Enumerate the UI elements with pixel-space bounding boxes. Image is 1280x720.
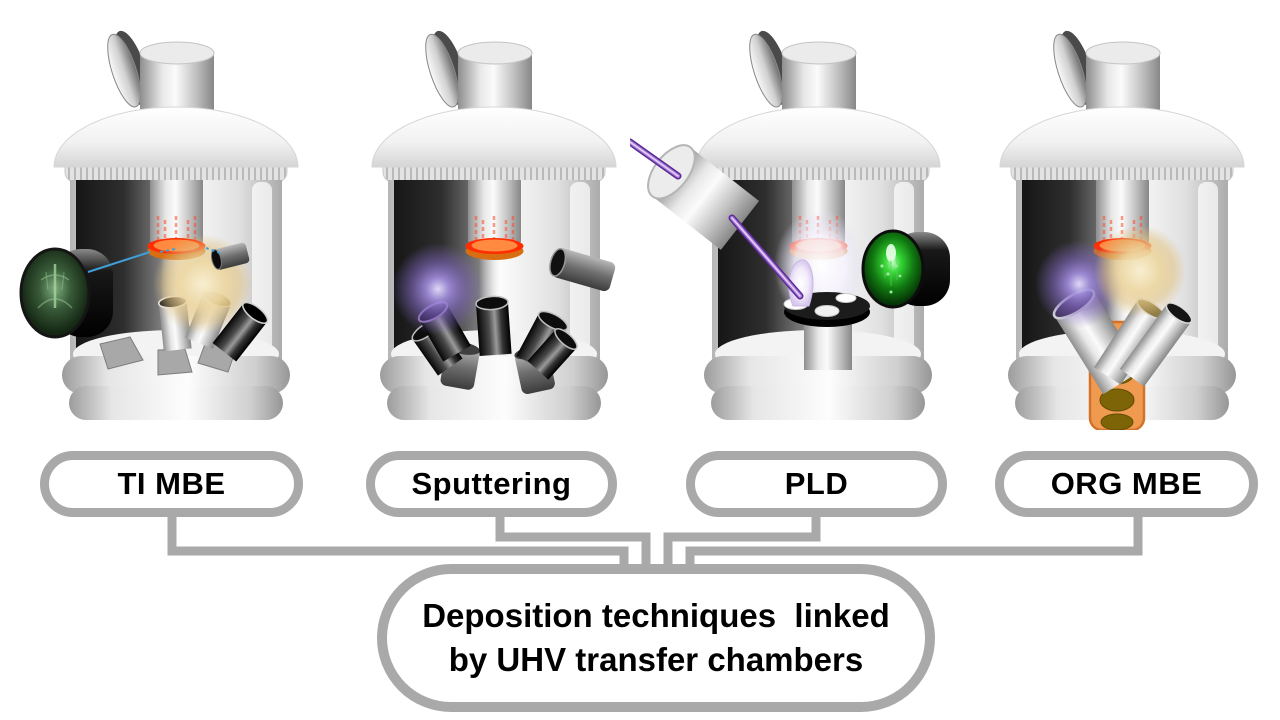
label-sputtering-text: Sputtering [411,466,572,501]
plasma-glow [392,243,484,335]
connector-pld [663,514,821,566]
connector-sputtering [495,514,651,566]
label-pld-text: PLD [784,466,849,501]
chamber-illustration-ti-mbe [19,25,300,422]
label-sputtering: Sputtering [366,451,617,517]
effusion-cell [212,301,269,362]
rheed-screen [861,229,950,309]
label-ti-mbe-text: TI MBE [117,466,226,501]
target-puck [835,293,857,303]
label-ti-mbe: TI MBE [40,451,303,517]
rheed-pattern [37,264,73,309]
chamber-illustration-pld [630,25,950,422]
connector-org-mbe [685,514,1143,566]
chamber-illustration-sputtering [370,25,618,422]
electron-gun-port [210,242,250,270]
sputter-gun [516,310,569,371]
rheed-screen [19,247,113,339]
chamber-illustration-org-mbe [998,25,1246,430]
electron-beam [87,247,221,273]
label-org-mbe: ORG MBE [995,451,1258,517]
sputter-gun [475,295,512,356]
label-org-mbe-text: ORG MBE [1050,466,1203,501]
label-pld: PLD [686,451,947,517]
sputter-gun [527,328,578,380]
side-port [549,248,616,292]
rheed-pattern [880,244,902,294]
target-puck [814,305,840,317]
evaporant-glow [1094,225,1186,317]
laser-beam [630,138,804,300]
connector-ti-mbe [167,514,629,566]
summary-box: Deposition techniques linked by UHV tran… [377,564,935,712]
summary-box-text: Deposition techniques linked by UHV tran… [422,597,890,678]
